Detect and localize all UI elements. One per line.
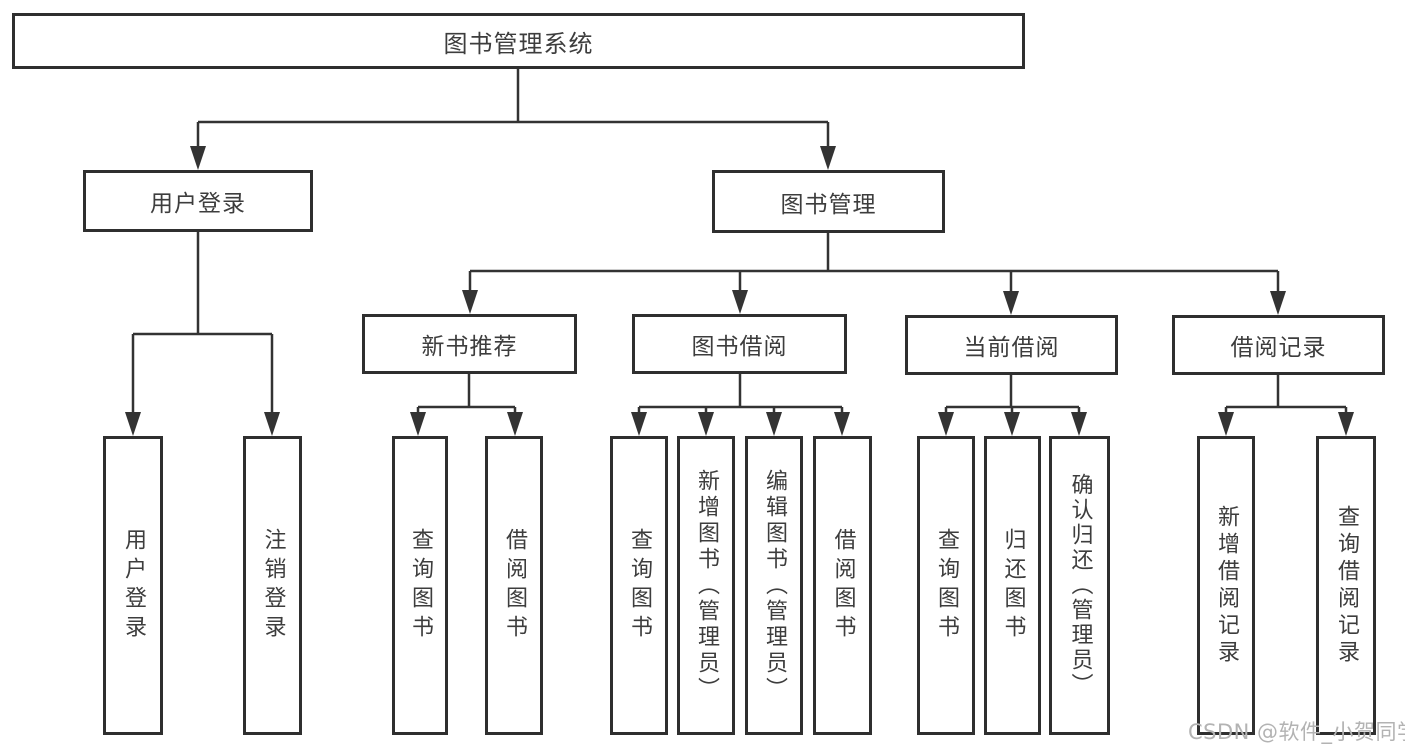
- node-current-borrowing: 当前借阅: [905, 315, 1118, 375]
- leaf-edit-books-admin: 编辑图书（管理员）: [745, 436, 803, 735]
- node-book-management: 图书管理: [712, 170, 945, 233]
- leaf-add-books-admin: 新增图书（管理员）: [677, 436, 735, 735]
- node-new-book-recommend: 新书推荐: [362, 314, 577, 374]
- leaf-logout: 注销登录: [243, 436, 302, 735]
- leaf-add-borrow-record: 新增借阅记录: [1197, 436, 1255, 735]
- node-user-login: 用户登录: [83, 170, 313, 232]
- leaf-user-login: 用户登录: [103, 436, 163, 735]
- leaf-query-books-3: 查询图书: [917, 436, 975, 735]
- leaf-query-books-2: 查询图书: [610, 436, 668, 735]
- node-book-borrowing: 图书借阅: [632, 314, 847, 374]
- arrowhead-icons: [125, 146, 1354, 436]
- leaf-query-books-1: 查询图书: [392, 436, 448, 735]
- leaf-query-borrow-record: 查询借阅记录: [1316, 436, 1376, 735]
- leaf-borrow-books-1: 借阅图书: [485, 436, 543, 735]
- node-library-management-system: 图书管理系统: [12, 13, 1025, 69]
- leaf-return-books: 归还图书: [984, 436, 1041, 735]
- node-borrowing-records: 借阅记录: [1172, 315, 1385, 375]
- leaf-confirm-return-admin: 确认归还（管理员）: [1049, 436, 1110, 735]
- leaf-borrow-books-2: 借阅图书: [813, 436, 872, 735]
- csdn-watermark: CSDN @软件_小贺同学: [1188, 720, 1405, 744]
